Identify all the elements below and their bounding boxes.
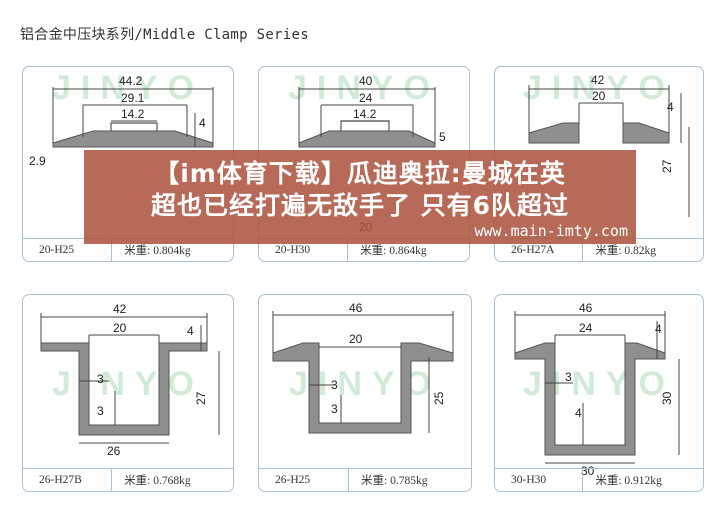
meter-weight: 米重: 0.804kg	[111, 239, 233, 261]
model-code: 20-H25	[39, 244, 75, 256]
profile-drawing: 44.2 29.1 14.2 4 2.9	[29, 74, 214, 168]
model-code: 30-H30	[511, 474, 547, 486]
dim-label: 3	[565, 370, 572, 384]
dim-label: 24	[579, 321, 593, 335]
profile-drawing: 46 24 4 3 4 30 30	[514, 301, 680, 478]
profile-card-26-h27b: JINYO 42 20 4 3 3 27 26 26-H27B 米重: 0.76…	[22, 294, 234, 492]
dim-label: 46	[579, 301, 593, 315]
dim-label: 3	[331, 378, 338, 392]
dim-label: 4	[655, 322, 662, 336]
dim-label: 25	[432, 391, 446, 405]
banner-url-link[interactable]: www.main-imty.com	[474, 222, 628, 240]
dim-label: 4	[575, 406, 582, 420]
dim-label: 14.2	[121, 107, 145, 121]
dim-label: 5	[439, 130, 446, 144]
model-code: 20-H30	[275, 244, 311, 256]
dim-label: 4	[199, 116, 206, 130]
profile-card-26-h25: JINYO 46 20 3 3 25 26-H25 米重: 0.785kg	[258, 294, 472, 492]
dim-label: 40	[359, 74, 373, 88]
profile-card-30-h30: JINYO 46 24 4 3 4 30 30 30-H30 米重: 0.912…	[494, 294, 704, 492]
model-code: 26-H27A	[511, 244, 555, 256]
meter-weight: 米重: 0.785kg	[348, 469, 471, 491]
dim-label: 24	[359, 91, 373, 105]
dim-label: 4	[187, 324, 194, 338]
dim-label: 20	[349, 332, 363, 346]
dim-label: 3	[97, 404, 104, 418]
meter-weight: 米重: 0.82kg	[582, 239, 703, 261]
card-footer: 26-H27B 米重: 0.768kg	[23, 468, 233, 491]
dim-label: 3	[97, 372, 104, 386]
dim-label: 27	[194, 391, 208, 405]
banner-headline-line2: 超也已经打遍无敌手了 只有6队超过	[150, 191, 570, 220]
profile-drawing: 42 20 4 3 3 27 26	[40, 302, 220, 458]
meter-weight: 米重: 0.864kg	[347, 239, 469, 261]
ad-banner[interactable]: 【im体育下载】瓜迪奥拉:曼城在英 超也已经打遍无敌手了 只有6队超过 www.…	[84, 150, 636, 244]
dim-label: 30	[660, 391, 674, 405]
meter-weight: 米重: 0.768kg	[111, 469, 233, 491]
dim-label: 42	[113, 302, 127, 316]
dim-label: 42	[591, 73, 605, 87]
card-footer: 30-H30 米重: 0.912kg	[495, 468, 703, 491]
dim-label: 4	[667, 100, 674, 114]
profile-drawing: 42 20 4 27	[528, 73, 690, 217]
page-title: 铝合金中压块系列/Middle Clamp Series	[20, 27, 309, 43]
dim-label: 2.9	[29, 154, 46, 168]
dim-label: 3	[331, 402, 338, 416]
dim-label: 29.1	[121, 91, 145, 105]
card-footer: 26-H25 米重: 0.785kg	[259, 468, 471, 491]
dim-label: 44.2	[119, 74, 143, 88]
dim-label: 20	[113, 321, 127, 335]
dim-label: 26	[107, 444, 121, 458]
model-code: 26-H27B	[39, 474, 82, 486]
profile-drawing: 40 24 14.2 5 20	[298, 74, 446, 234]
dim-label: 46	[349, 301, 363, 315]
dim-label: 30	[581, 464, 595, 478]
banner-headline-line1: 【im体育下载】瓜迪奥拉:曼城在英	[154, 159, 566, 188]
profile-drawing: 46 20 3 3 25	[272, 301, 454, 434]
dim-label: 20	[592, 89, 606, 103]
meter-weight: 米重: 0.912kg	[582, 469, 703, 491]
dim-label: 14.2	[353, 107, 377, 121]
model-code: 26-H25	[275, 474, 311, 486]
dim-label: 27	[660, 159, 674, 173]
card-footer: 20-H30 米重: 0.864kg	[259, 238, 469, 261]
